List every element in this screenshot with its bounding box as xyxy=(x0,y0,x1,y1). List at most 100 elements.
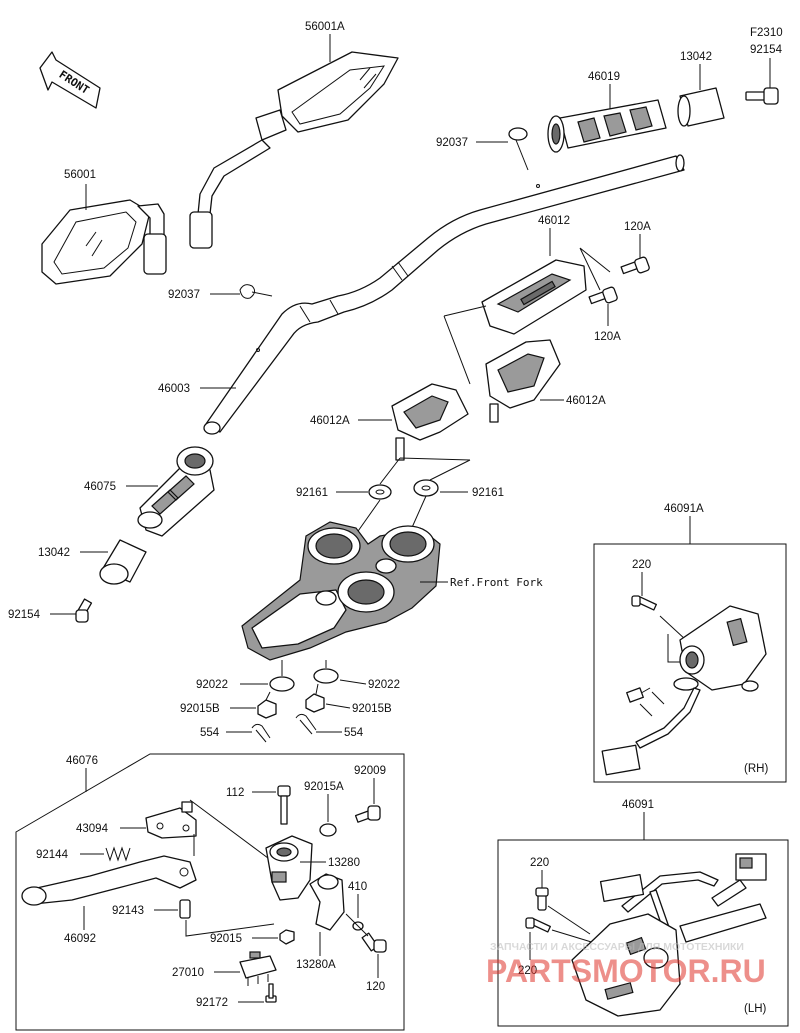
label-92015B-left: 92015B xyxy=(180,703,220,715)
handlebar-holder-46012 xyxy=(481,259,587,335)
screw-92172 xyxy=(265,983,277,1003)
panel-46076 xyxy=(15,753,405,1031)
label-46019: 46019 xyxy=(588,71,620,83)
switch-27010 xyxy=(239,951,277,986)
label-46092: 46092 xyxy=(64,933,96,945)
handlebar-holder-46012A-left xyxy=(391,383,469,461)
front-direction-arrow: FRONT xyxy=(39,51,101,109)
leader-46012-links xyxy=(443,247,611,385)
watermark: ЗАПЧАСТИ И АКСЕССУАРЫ ДЛЯ МОТОТЕХНИКИ PA… xyxy=(486,941,766,989)
leader-92015B-right xyxy=(325,703,351,709)
label-92022-right: 92022 xyxy=(368,679,400,691)
label-92037-top: 92037 xyxy=(436,137,468,149)
label-92172: 92172 xyxy=(196,997,228,1009)
label-56001A: 56001A xyxy=(305,21,345,33)
screw-220-lh-a xyxy=(535,887,549,911)
lever-46092 xyxy=(21,855,197,906)
label-46076: 46076 xyxy=(66,755,98,767)
right-switch-wiring xyxy=(635,687,701,749)
clip-92037-left xyxy=(239,284,273,299)
handlebar-46003 xyxy=(203,154,685,435)
upper-triple-clamp xyxy=(241,521,441,661)
label-46075: 46075 xyxy=(84,481,116,493)
mirror-right xyxy=(189,51,399,249)
label-120A-mid: 120A xyxy=(594,331,621,343)
label-13280A: 13280A xyxy=(296,959,336,971)
label-92161-right: 92161 xyxy=(472,487,504,499)
watermark-brand: PARTSMOTOR.RU xyxy=(486,953,766,989)
label-410: 410 xyxy=(348,881,367,893)
label-92161-left: 92161 xyxy=(296,487,328,499)
left-switch-connector-a xyxy=(599,874,645,902)
pin-554-left xyxy=(251,723,271,743)
label-112: 112 xyxy=(226,787,244,799)
bolt-120A-mid xyxy=(588,286,618,305)
clip-92037-top xyxy=(508,127,529,171)
label-92154-top: 92154 xyxy=(750,44,783,56)
clamp-13280A xyxy=(309,873,345,931)
screw-220-lh-b xyxy=(525,917,551,933)
label-554-right: 554 xyxy=(344,727,364,739)
label-46091A: 46091A xyxy=(664,503,704,515)
right-switch-connector xyxy=(601,744,641,776)
bolt-92154-left xyxy=(75,598,93,623)
label-120A-top: 120A xyxy=(624,221,651,233)
label-46003: 46003 xyxy=(158,383,190,395)
grip-46075 xyxy=(137,446,215,537)
panel-46091 xyxy=(497,839,789,1027)
label-120: 120 xyxy=(366,981,385,993)
holder-13280 xyxy=(265,835,313,901)
label-13042-left: 13042 xyxy=(38,547,70,559)
bracket-43094 xyxy=(145,801,197,839)
label-13042-top: 13042 xyxy=(680,51,712,63)
left-switch-housing xyxy=(571,903,767,1017)
label-92144: 92144 xyxy=(36,849,69,861)
label-92009: 92009 xyxy=(354,765,386,777)
label-92015B-right: 92015B xyxy=(352,703,392,715)
pivot-92143 xyxy=(179,899,191,919)
label-46012A-right: 46012A xyxy=(566,395,606,407)
bolt-112 xyxy=(277,785,291,825)
panel-46091A xyxy=(593,543,787,783)
label-F2310: F2310 xyxy=(750,27,783,39)
handlebar-holder-46012A-right xyxy=(485,339,561,423)
bolt-120 xyxy=(361,932,387,953)
nut-92015B-right xyxy=(305,693,325,713)
label-46091: 46091 xyxy=(622,799,654,811)
label-ref-front-fork: Ref.Front Fork xyxy=(450,576,543,589)
nut-92015B-left xyxy=(257,699,277,719)
watermark-caption: ЗАПЧАСТИ И АКСЕССУАРЫ ДЛЯ МОТОТЕХНИКИ xyxy=(490,941,744,953)
screw-92009 xyxy=(354,805,381,823)
washer-92161-left xyxy=(368,484,392,500)
bolt-120A-top xyxy=(620,256,650,275)
label-92022-left: 92022 xyxy=(196,679,228,691)
screw-220-rh xyxy=(631,595,657,611)
bolt-92154-top xyxy=(745,87,779,105)
nut-92015 xyxy=(279,929,295,945)
mirror-left xyxy=(41,199,167,285)
leader-92022-right xyxy=(339,679,367,685)
washer-92161-right xyxy=(413,479,439,497)
label-92015: 92015 xyxy=(210,933,242,945)
label-46012A-left: 46012A xyxy=(310,415,350,427)
label-46012: 46012 xyxy=(538,215,570,227)
label-rh: (RH) xyxy=(744,763,768,775)
label-27010: 27010 xyxy=(172,967,204,979)
label-92015A: 92015A xyxy=(304,781,344,793)
grip-46019 xyxy=(547,99,667,153)
right-switch-housing xyxy=(673,605,767,692)
label-43094: 43094 xyxy=(76,823,109,835)
spring-92144 xyxy=(105,846,131,862)
washer-92022-right xyxy=(313,668,339,684)
label-220-lh-a: 220 xyxy=(530,857,549,869)
label-13280: 13280 xyxy=(328,857,360,869)
label-92037-left: 92037 xyxy=(168,289,200,301)
pin-554-right xyxy=(295,713,317,735)
label-92154-left: 92154 xyxy=(8,609,41,621)
washer-92022-left xyxy=(269,676,295,692)
label-92143: 92143 xyxy=(112,905,144,917)
label-220-lh-b: 220 xyxy=(518,965,537,977)
label-220-rh: 220 xyxy=(632,559,651,571)
label-554-left: 554 xyxy=(200,727,220,739)
